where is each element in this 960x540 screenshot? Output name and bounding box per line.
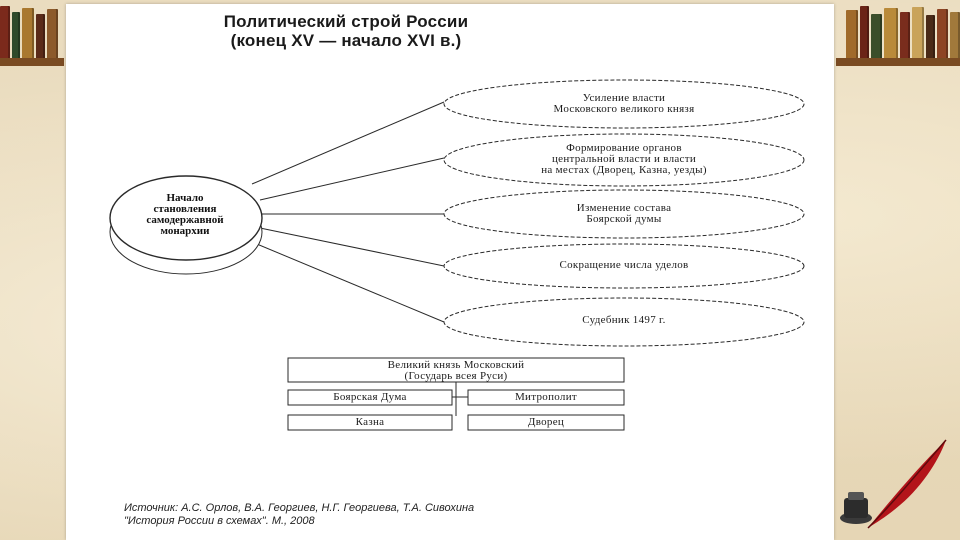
diagram-sheet: Политический строй России (конец XV — на… <box>66 4 834 540</box>
branch-label-1: Усиление власти Московского великого кня… <box>444 93 804 115</box>
slide-title: Политический строй России (конец XV — на… <box>66 12 626 50</box>
branch-4-line-1: Сокращение числа уделов <box>559 259 689 271</box>
branch-3-line-2: Боярской думы <box>586 213 662 225</box>
title-line-2: (конец XV — начало XVI в.) <box>230 31 462 50</box>
branch-2-line-2: центральной власти и власти <box>551 153 697 165</box>
center-node-shape <box>109 175 263 275</box>
center-line-1: Начало <box>166 192 204 204</box>
branch-2-line-1: Формирование органов <box>566 142 682 154</box>
branch-2-line-3: на местах (Дворец, Казна, уезды) <box>541 164 707 176</box>
source-citation: Источник: А.С. Орлов, В.А. Георгиев, Н.Г… <box>124 502 804 528</box>
center-line-2: становления <box>153 203 217 215</box>
grand-prince-line-2: (Государь всея Руси) <box>404 370 508 382</box>
diagram-canvas <box>109 79 805 431</box>
branch-label-4: Сокращение числа уделов <box>444 260 804 271</box>
treasury-label: Казна <box>355 416 385 428</box>
quill-inkwell-icon <box>840 439 947 529</box>
branch-label-3: Изменение состава Боярской думы <box>444 203 804 225</box>
branch-ovals <box>443 79 805 347</box>
connector-4 <box>259 227 445 267</box>
source-line-2: "История России в схемах". М., 2008 <box>124 515 315 527</box>
shelf-board-right <box>836 58 960 66</box>
connector-2 <box>259 157 445 201</box>
oval-3 <box>443 189 805 239</box>
boyar-duma-label: Боярская Дума <box>333 391 407 403</box>
branch-label-2: Формирование органов центральной власти … <box>444 143 804 176</box>
grand-prince-label: Великий князь Московский (Государь всея … <box>288 360 624 382</box>
box-palace <box>467 414 625 431</box>
connector-1 <box>251 101 445 185</box>
oval-2 <box>443 133 805 187</box>
structure-boxes <box>287 357 625 431</box>
palace-label: Дворец <box>527 416 565 428</box>
box-grand-prince <box>287 357 625 383</box>
branch-5-line-1: Судебник 1497 г. <box>582 314 666 326</box>
center-line-3: самодержавной <box>146 214 224 226</box>
metropolitan-label: Митрополит <box>514 391 578 403</box>
connector-5 <box>251 241 445 323</box>
source-line-1: Источник: А.С. Орлов, В.А. Георгиев, Н.Г… <box>124 502 475 514</box>
bookshelf-left-decoration <box>0 0 64 64</box>
center-node-label: Начало становления самодержавной монархи… <box>110 193 260 237</box>
grand-prince-line-1: Великий князь Московский <box>387 359 525 371</box>
bookshelf-right-decoration <box>836 0 960 64</box>
branch-1-line-1: Усиление власти <box>582 92 666 104</box>
branch-3-line-1: Изменение состава <box>576 202 672 214</box>
center-line-4: монархии <box>160 225 210 237</box>
connector-lines <box>251 101 445 323</box>
shelf-board-left <box>0 58 64 66</box>
box-treasury <box>287 414 453 431</box>
structure-connectors <box>452 382 468 416</box>
branch-label-5: Судебник 1497 г. <box>444 315 804 326</box>
title-line-1: Политический строй России <box>223 12 469 31</box>
oval-4 <box>443 243 805 289</box>
branch-1-line-2: Московского великого князя <box>553 103 695 115</box>
oval-1 <box>443 79 805 129</box>
oval-5 <box>443 297 805 347</box>
